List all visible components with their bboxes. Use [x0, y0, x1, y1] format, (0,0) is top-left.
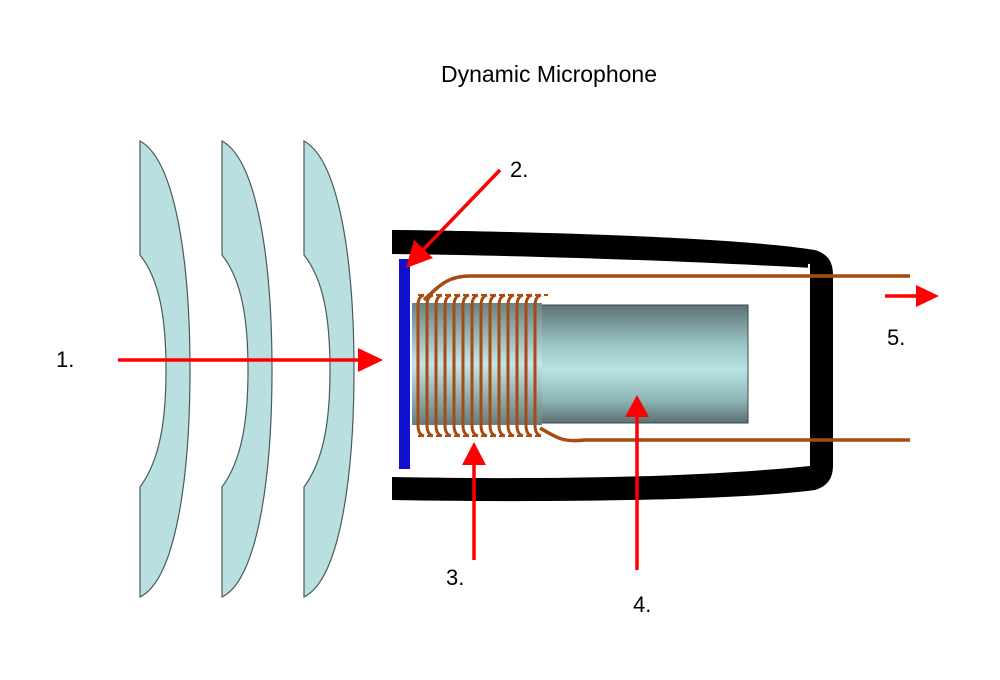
- coil-turn: [533, 293, 542, 438]
- voice-coil: [416, 293, 548, 438]
- coil-turn: [470, 293, 479, 438]
- coil-turn: [425, 293, 434, 438]
- coil-turn: [452, 293, 461, 438]
- coil-turn: [497, 293, 506, 438]
- arrow-4-head: [625, 395, 649, 417]
- label-sound-waves: 1.: [56, 347, 74, 372]
- coil-turn: [443, 293, 452, 438]
- coil-turn: [524, 293, 533, 438]
- arrow-3-head: [462, 442, 486, 465]
- coil-lead-top: [422, 274, 910, 302]
- arrow-5-head: [916, 285, 939, 307]
- coil-turn: [479, 293, 488, 438]
- coil-turn: [461, 293, 470, 438]
- label-voice-coil: 3.: [446, 565, 464, 590]
- sound-wave-1: [139, 139, 191, 598]
- coil-former: [412, 303, 542, 425]
- housing-body: [392, 230, 833, 502]
- arrow-2-head: [406, 240, 433, 268]
- arrow-1-head: [358, 348, 383, 372]
- diagram-title: Dynamic Microphone: [441, 61, 657, 87]
- label-magnet: 4.: [633, 592, 651, 617]
- coil-turn: [506, 293, 515, 438]
- label-diaphragm: 2.: [510, 157, 528, 182]
- sound-waves: [139, 139, 355, 598]
- coil-turn: [515, 293, 524, 438]
- arrow-2-shaft: [418, 168, 502, 255]
- diaphragm: [399, 259, 410, 469]
- microphone-housing: [392, 230, 833, 502]
- coil-lead-bottom: [539, 426, 910, 443]
- coil-turn: [434, 293, 443, 438]
- sound-wave-3: [303, 139, 355, 598]
- label-output: 5.: [887, 325, 905, 350]
- coil-turn: [416, 293, 425, 438]
- callout-arrows: [118, 168, 939, 570]
- coil-turn: [488, 293, 497, 438]
- sound-wave-2: [221, 139, 273, 598]
